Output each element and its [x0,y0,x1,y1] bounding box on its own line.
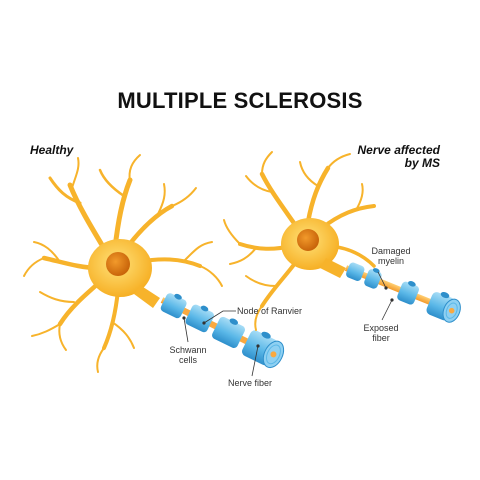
label-damaged-line1: Damaged [371,246,411,256]
healthy-neuron [23,154,285,377]
schwann-nucleus-2 [200,305,209,312]
healthy-axon-hillock [134,285,160,308]
schwann-cell-1 [160,293,187,319]
affected-heading-line1: Nerve affected [357,143,441,157]
damaged-myelin-2 [364,269,382,289]
node-of-ranvier-2 [209,320,218,329]
healthy-axon-end-rings [266,344,281,365]
healthy-leader-dots [182,316,260,348]
affected-myelinated-axon [344,262,461,323]
healthy-nucleus [106,252,130,276]
healthy-myelinated-axon [160,293,285,369]
damaged-myelin-1 [346,262,365,281]
label-damaged-line2: myelin [377,256,404,266]
schwann-nucleus-1 [174,293,182,300]
affected-axon-end-rings [445,302,458,319]
schwann-cell-2 [185,304,215,333]
label-damaged-myelin: Damaged myelin [366,246,416,266]
damaged-myelin-nucleus-3 [440,291,450,299]
node-of-ranvier-3 [239,335,248,344]
label-schwann-line1: Schwann [169,345,207,355]
affected-heading: Nerve affected by MS [300,143,441,170]
schwann-cell-3 [212,316,246,349]
affected-axon-hillock [320,258,346,278]
diagram-title: MULTIPLE SCLEROSIS [117,88,363,113]
label-node-of-ranvier: Node of Ranvier [237,306,303,316]
node-of-ranvier-1 [182,307,191,316]
schwann-nucleus-3 [229,318,238,325]
affected-leader-lines [377,271,393,321]
label-nerve-fiber: Nerve fiber [228,378,273,388]
damaged-myelin-3 [397,281,420,305]
affected-neuron [223,151,461,331]
damaged-myelin-nucleus-1 [372,268,380,273]
healthy-axon-end-core [270,351,277,358]
label-exposed-line1: Exposed [363,323,399,333]
affected-axon-end-core [448,307,455,314]
affected-nucleus [297,229,319,251]
label-exposed-fiber: Exposed fiber [358,323,404,343]
damaged-myelin-nucleus-2 [408,281,416,287]
affected-heading-line2: by MS [404,156,440,170]
healthy-heading: Healthy [30,143,74,157]
label-exposed-line2: fiber [372,333,390,343]
label-schwann-cells: Schwann cells [166,345,210,365]
label-schwann-line2: cells [178,355,197,365]
schwann-nucleus-4 [261,331,271,339]
affected-leader-dots [384,286,394,302]
healthy-leader-lines [183,310,259,377]
